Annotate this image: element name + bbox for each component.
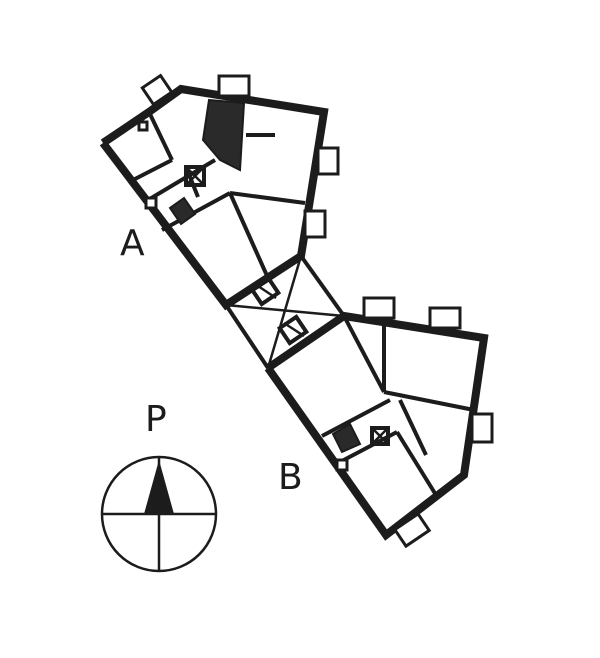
wing-b	[264, 296, 494, 549]
wing-a-solid-core	[201, 98, 246, 172]
core-shaft-1	[248, 275, 282, 307]
core-shaft-2-x	[283, 321, 305, 338]
wing-a-wall-4	[161, 191, 231, 232]
wing-a-solid-block	[168, 196, 197, 226]
wing-a-shaft-x2	[185, 166, 205, 186]
wing-b-balcony-4	[392, 511, 432, 549]
wing-a-entry-box	[144, 196, 158, 210]
wing-b-wall-4	[321, 398, 391, 438]
wing-b-solid-block	[331, 422, 362, 454]
north-arrow	[144, 460, 174, 514]
wing-a-shaft	[184, 165, 206, 187]
wing-a-wall-5	[229, 191, 306, 205]
wing-a-wall-1	[147, 111, 174, 161]
core-diagonal-2	[266, 255, 303, 369]
wing-b-balcony-3	[470, 412, 494, 444]
core-edge-right	[299, 254, 346, 318]
wing-a-wall-6	[228, 192, 270, 279]
north-label: P	[145, 399, 167, 440]
wing-b-wall-7	[398, 399, 428, 456]
wing-a-balcony-2	[217, 74, 251, 98]
stair-core	[224, 254, 346, 370]
wing-a-top-box	[137, 120, 149, 132]
core-shaft-2	[276, 314, 310, 346]
wing-b-shaft-x2	[371, 427, 389, 445]
wing-b-outer-wall	[264, 311, 489, 541]
block-b-label: B	[278, 457, 303, 498]
wing-b-entry-box	[335, 458, 349, 472]
wing-b-wall-2	[383, 390, 475, 412]
wing-a-balcony-3	[316, 146, 340, 176]
wing-b-wall-6	[395, 430, 438, 497]
wing-a-balcony-4	[303, 209, 327, 239]
core-shaft-1-x	[254, 282, 277, 300]
wing-a-balcony-1	[140, 73, 174, 107]
wing-b-wall-1	[342, 315, 386, 393]
wing-b-balcony-1	[362, 296, 396, 320]
core-edge-left	[224, 303, 270, 370]
wing-a	[99, 73, 340, 311]
wing-a-wall-2	[132, 158, 173, 182]
north-compass-icon	[100, 455, 218, 573]
wing-b-shaft	[370, 426, 390, 446]
wing-b-balcony-2	[428, 306, 462, 330]
block-a-label: A	[120, 223, 145, 264]
